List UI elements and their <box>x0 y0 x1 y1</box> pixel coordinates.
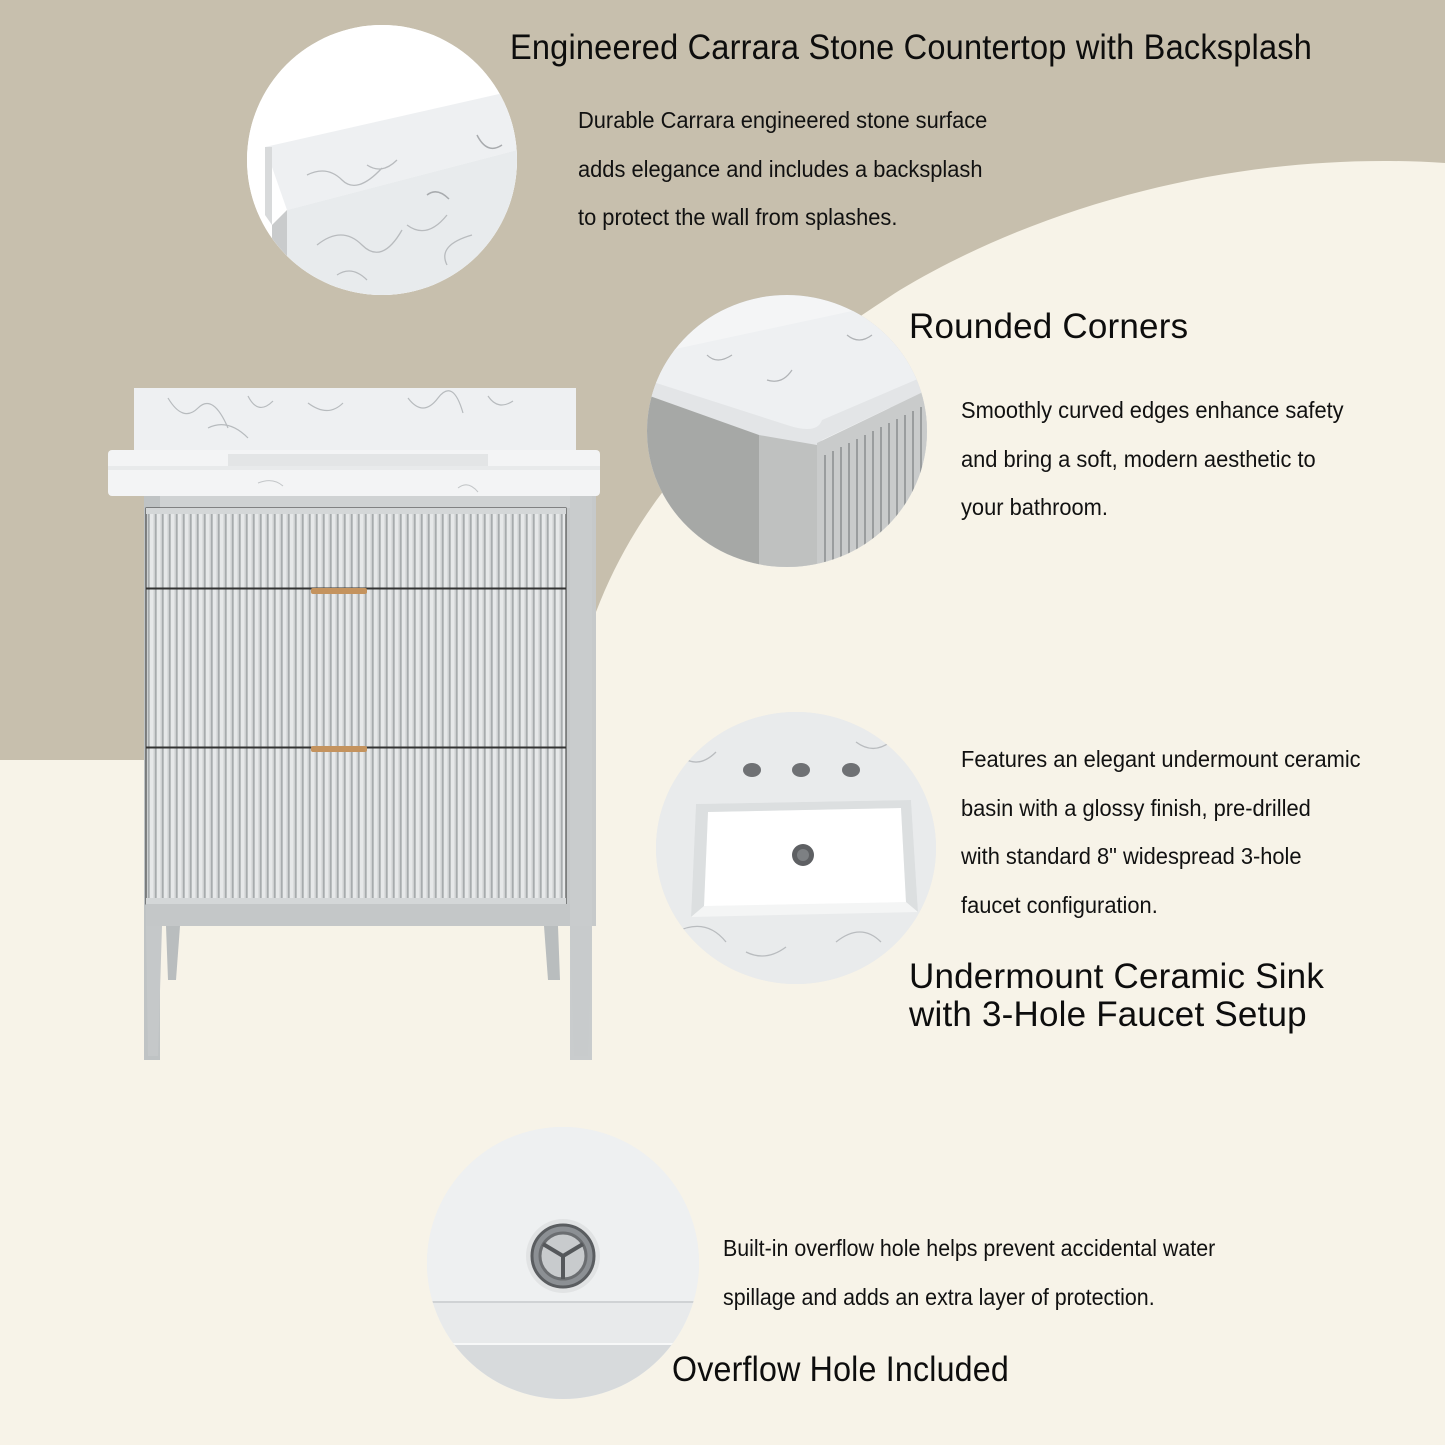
description-line: with standard 8" widespread 3-hole <box>961 843 1302 869</box>
overflow-drain-cover <box>526 1219 600 1293</box>
countertop-title: Engineered Carrara Stone Countertop with… <box>510 28 1312 67</box>
overflow-description: Built-in overflow hole helps prevent acc… <box>723 1224 1215 1321</box>
rounded-corners-description: Smoothly curved edges enhance safety and… <box>961 386 1344 532</box>
countertop-description: Durable Carrara engineered stone surface… <box>578 96 987 242</box>
description-line: spillage and adds an extra layer of prot… <box>723 1283 1155 1310</box>
rounded-corner-closeup-image <box>647 295 927 567</box>
sink-title: Undermount Ceramic Sink with 3-Hole Fauc… <box>909 958 1324 1034</box>
description-line: Features an elegant undermount ceramic <box>961 746 1361 772</box>
description-line: faucet configuration. <box>961 891 1158 918</box>
description-line: Built-in overflow hole helps prevent acc… <box>723 1235 1216 1261</box>
description-line: to protect the wall from splashes. <box>578 204 898 230</box>
description-line: basin with a glossy finish, pre-drilled <box>961 794 1311 821</box>
description-line: your bathroom. <box>961 494 1108 520</box>
overflow-hole-closeup-image <box>427 1127 699 1399</box>
description-line: Durable Carrara engineered stone surface <box>578 107 988 133</box>
undermount-sink-closeup-image <box>656 712 936 984</box>
rounded-corners-title: Rounded Corners <box>909 307 1189 346</box>
overflow-title: Overflow Hole Included <box>672 1350 1009 1389</box>
description-line: Smoothly curved edges enhance safety <box>961 397 1344 423</box>
description-line: adds elegance and includes a backsplash <box>578 155 983 182</box>
sink-description: Features an elegant undermount ceramic b… <box>961 735 1361 929</box>
description-line: and bring a soft, modern aesthetic to <box>961 445 1316 472</box>
sink-title-line: with 3-Hole Faucet Setup <box>909 995 1307 1034</box>
vanity-product-image <box>108 388 600 1060</box>
countertop-closeup-image <box>247 25 517 295</box>
sink-title-line: Undermount Ceramic Sink <box>909 957 1325 996</box>
